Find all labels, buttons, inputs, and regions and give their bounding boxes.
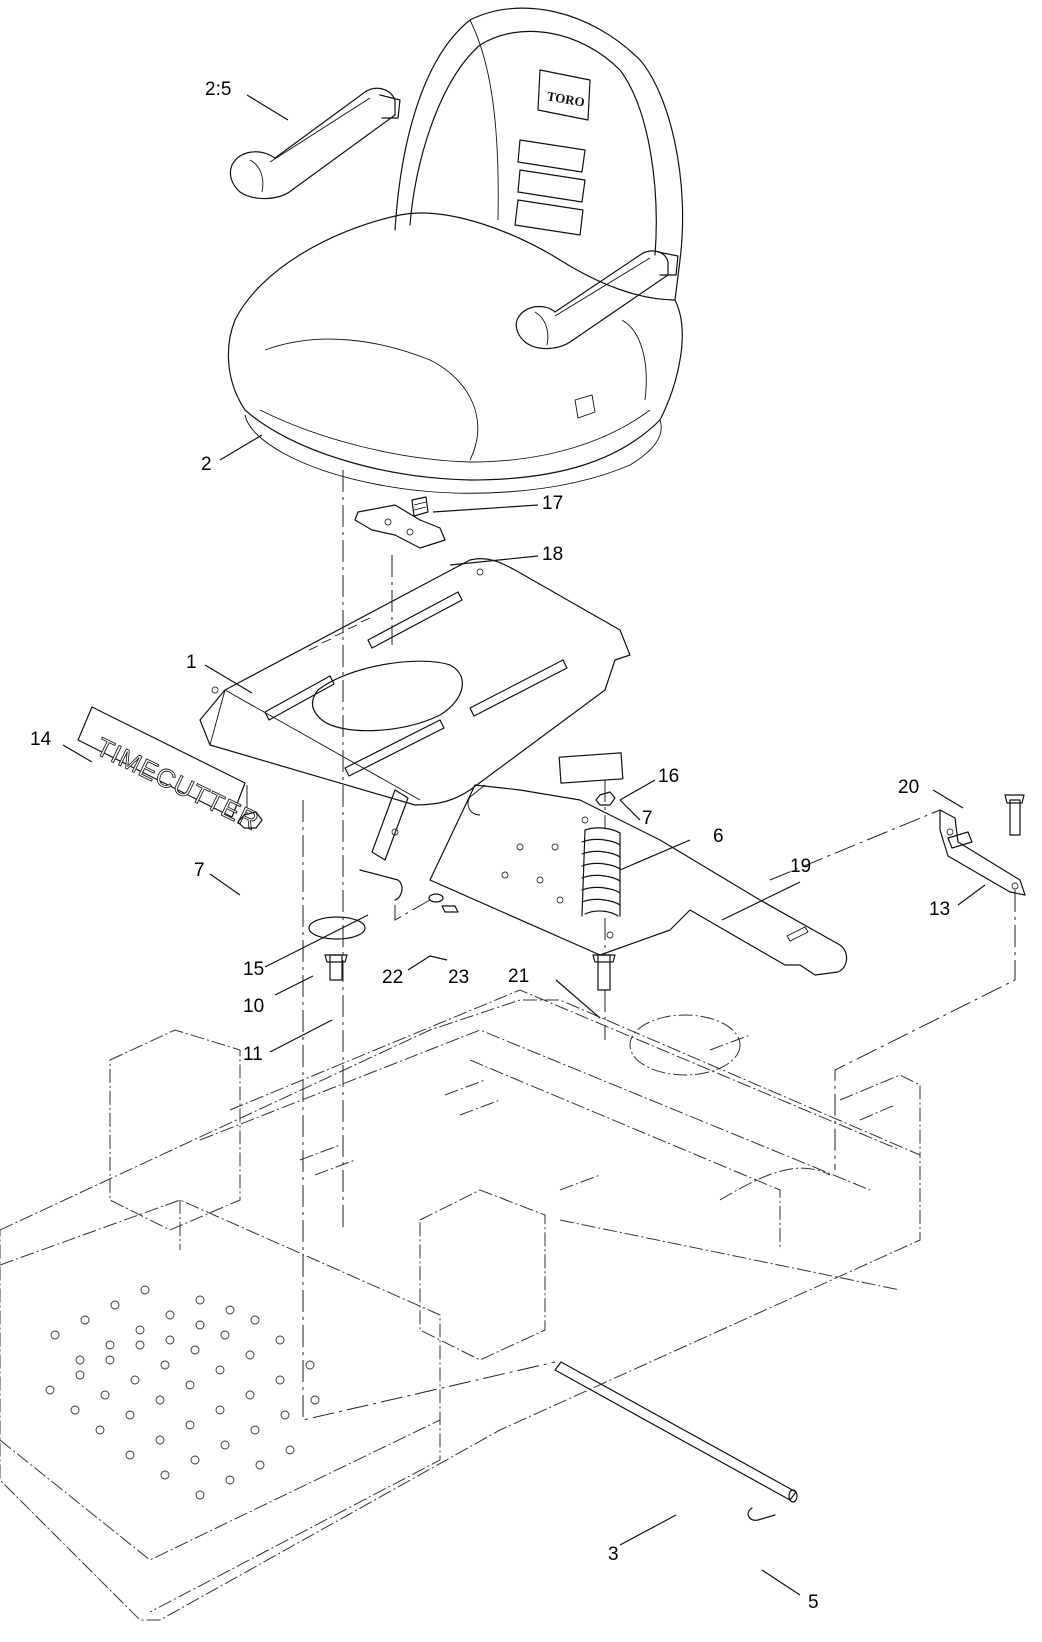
seat-plate — [199, 558, 631, 901]
callout-11: 11 — [243, 1044, 263, 1065]
left-armrest — [229, 87, 401, 200]
callout-18: 18 — [542, 544, 563, 565]
seat: TORO — [227, 7, 684, 494]
suspension-plate — [429, 752, 848, 976]
callout-5: 5 — [808, 1592, 819, 1613]
svg-text:TORO: TORO — [546, 88, 586, 109]
toro-logo: TORO — [537, 69, 591, 121]
footplate-holes — [45, 1285, 320, 1500]
callout-7-lower: 7 — [194, 860, 205, 881]
callout-20: 20 — [898, 777, 919, 798]
callout-16: 16 — [658, 766, 679, 787]
callout-1: 1 — [186, 652, 197, 673]
callout-6: 6 — [713, 826, 724, 847]
leader-lines — [62, 94, 986, 1596]
callout-21: 21 — [508, 966, 529, 987]
callout-23: 23 — [448, 967, 469, 988]
callout-14: 14 — [30, 729, 52, 750]
callout-17: 17 — [542, 493, 563, 514]
hardware — [237, 791, 1026, 991]
callout-15: 15 — [243, 959, 264, 980]
callout-2: 2 — [201, 454, 212, 475]
callout-22: 22 — [382, 967, 403, 988]
callout-labels: 2:5 2 17 18 1 14 16 7 20 6 19 13 7 15 22… — [30, 79, 950, 1613]
callout-19: 19 — [790, 856, 811, 877]
phantom-lines — [246, 470, 1016, 1421]
mower-frame — [0, 989, 921, 1621]
callout-10: 10 — [243, 996, 264, 1017]
timecutter-decal: TIMECUTTER — [77, 706, 265, 837]
callout-7-upper: 7 — [642, 808, 653, 829]
callout-13: 13 — [929, 899, 950, 920]
bracket-17-18 — [354, 496, 446, 549]
pin-and-clip — [554, 1361, 798, 1521]
svg-text:TIMECUTTER: TIMECUTTER — [91, 731, 264, 836]
callout-2-5: 2:5 — [205, 79, 231, 100]
spring — [581, 827, 621, 917]
callout-3: 3 — [608, 1544, 619, 1565]
right-armrest — [515, 250, 679, 401]
